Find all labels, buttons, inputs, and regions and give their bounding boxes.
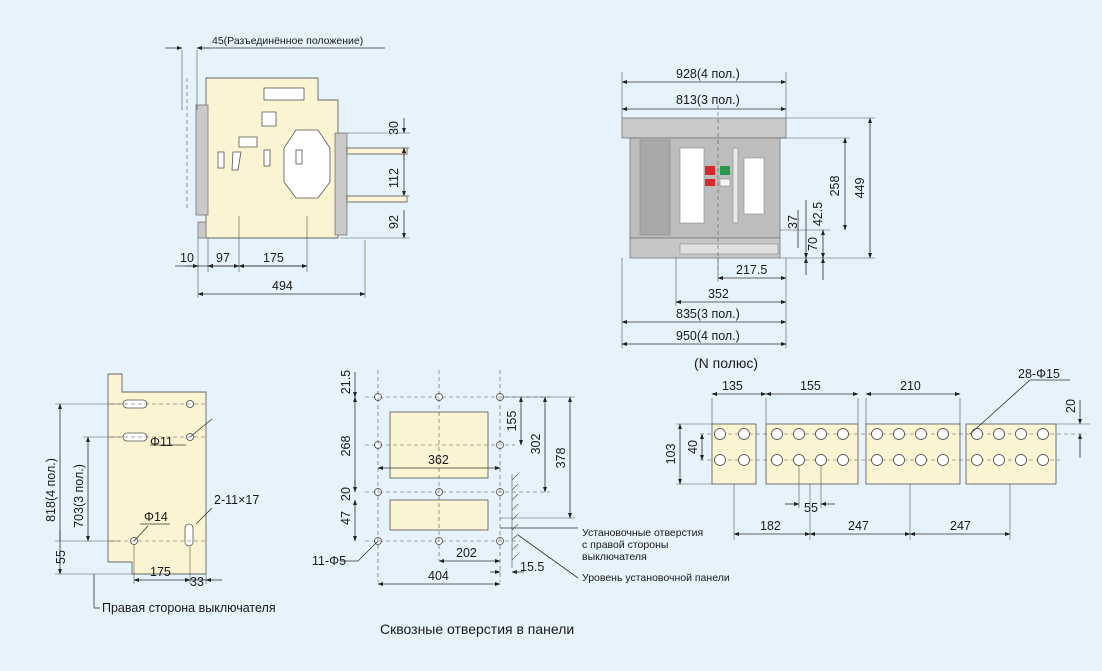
mount-dim-175: 175: [150, 565, 171, 579]
note-panel: Уровень установочной панели: [582, 572, 730, 584]
panel-hole-label: 11-Φ5: [312, 554, 346, 568]
panel-caption: Сквозные отверстия в панели: [380, 621, 574, 637]
panel-w-362: 362: [428, 453, 449, 467]
term-dim-155: 155: [800, 379, 821, 393]
side-dim-30: 30: [387, 121, 401, 135]
side-view: 45(Разъединённое положение) 30 112 92 10…: [165, 35, 410, 298]
panel-w-404: 404: [428, 569, 449, 583]
mount-height-818: 818(4 пол.): [44, 458, 58, 522]
term-dim-135: 135: [722, 379, 743, 393]
mount-hole-14: Φ14: [144, 510, 168, 524]
term-dim-210: 210: [900, 379, 921, 393]
side-dim-10: 10: [180, 251, 194, 265]
term-dim-40: 40: [686, 440, 700, 454]
side-dim-92: 92: [387, 215, 401, 229]
side-dim-494: 494: [272, 279, 293, 293]
front-width-835: 835(3 пол.): [676, 307, 740, 321]
panel-h-302: 302: [529, 434, 543, 455]
mount-slot-11x17: 2-11×17: [214, 493, 259, 507]
note-holes-1: Установочные отверстия: [582, 527, 703, 539]
term-dim-247b: 247: [950, 519, 971, 533]
note-holes-2: с правой стороны: [582, 539, 668, 551]
mount-view: 818(4 пол.) 703(3 пол.) 55 Φ11 Φ14 2-11×…: [44, 373, 276, 615]
front-width-352: 352: [708, 287, 729, 301]
mount-hole-11: Φ11: [150, 435, 173, 449]
side-dim-175: 175: [263, 251, 284, 265]
term-dim-182: 182: [760, 519, 781, 533]
mount-height-703: 703(3 пол.): [72, 464, 86, 528]
term-dim-20: 20: [1064, 399, 1078, 413]
mount-dim-33: 33: [190, 575, 204, 589]
panel-holes: [374, 393, 504, 545]
front-height-449: 449: [853, 178, 867, 199]
panel-w-202: 202: [456, 546, 477, 560]
panel-h-20: 20: [339, 487, 353, 501]
front-width-928: 928(4 пол.): [676, 67, 740, 81]
panel-w-15-5: 15.5: [520, 560, 544, 574]
front-view: 928(4 пол.) 813(3 пол.) 449 258 70 42.5 …: [621, 67, 875, 371]
panel-h-155: 155: [505, 411, 519, 432]
mount-caption: Правая сторона выключателя: [102, 601, 276, 615]
panel-h-47: 47: [339, 511, 353, 525]
panel-h-268: 268: [339, 436, 353, 457]
terminal-view: 135 155 210 28-Φ15 103 40 20 55 182: [664, 367, 1090, 540]
panel-h-21-5: 21.5: [339, 370, 353, 394]
front-height-42-5: 42.5: [811, 202, 825, 226]
term-holes-label: 28-Φ15: [1018, 367, 1060, 381]
term-dim-247a: 247: [848, 519, 869, 533]
side-top-note: 45(Разъединённое положение): [212, 35, 363, 47]
front-height-70: 70: [806, 237, 820, 251]
front-width-813: 813(3 пол.): [676, 93, 740, 107]
side-dim-97: 97: [216, 251, 230, 265]
front-caption: (N полюс): [694, 355, 758, 371]
mount-height-55: 55: [54, 550, 68, 564]
panel-view: 21.5 268 20 47 362 155 302 378 11-Φ5 202…: [312, 370, 730, 637]
note-holes-3: выключателя: [582, 551, 647, 563]
front-width-950: 950(4 пол.): [676, 329, 740, 343]
front-height-37: 37: [786, 215, 800, 229]
side-dim-112: 112: [387, 168, 401, 188]
term-dim-55: 55: [804, 501, 818, 515]
term-dim-103: 103: [664, 444, 678, 465]
front-width-217-5: 217.5: [736, 263, 767, 277]
front-height-258: 258: [828, 176, 842, 197]
panel-h-378: 378: [554, 448, 568, 469]
terminal-holes: [714, 428, 1049, 466]
